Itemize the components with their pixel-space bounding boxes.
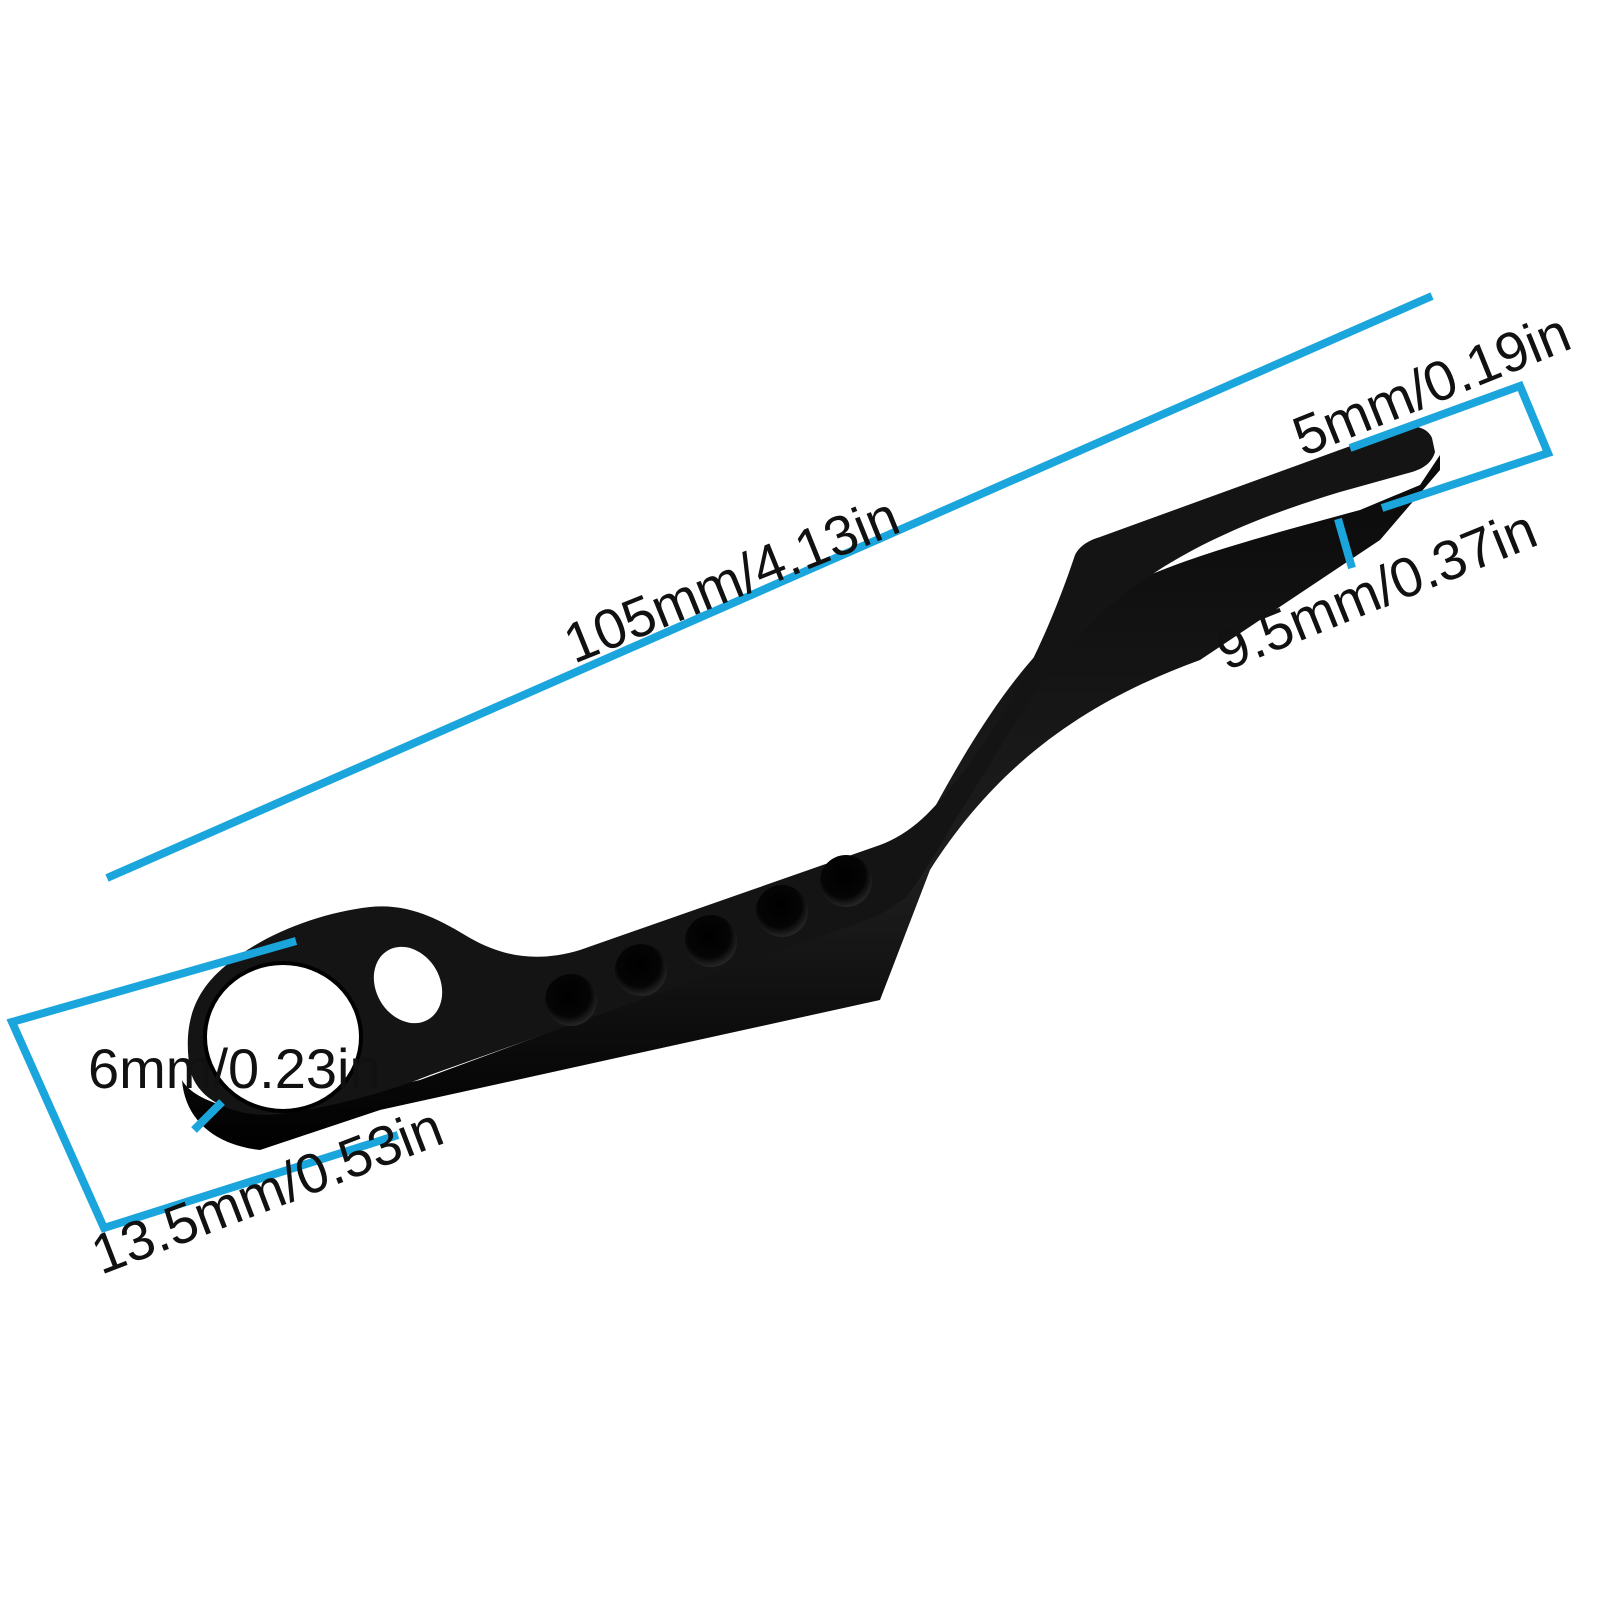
large-hole-rim xyxy=(203,961,363,1113)
arm-width-tick xyxy=(1334,517,1356,570)
dimple xyxy=(820,855,872,907)
dimple xyxy=(685,915,737,967)
part-side-face xyxy=(182,455,1440,1150)
tip-thickness-bracket xyxy=(1348,380,1554,512)
dimple xyxy=(615,944,667,996)
hole-diameter-label: 6mm/0.23in xyxy=(88,1037,381,1100)
head-width-bracket xyxy=(6,937,400,1233)
overall-length-line xyxy=(105,292,1434,882)
dimension-lines xyxy=(6,292,1554,1233)
dimple xyxy=(545,974,597,1026)
dimple xyxy=(756,885,808,937)
dimple-row xyxy=(545,855,872,1026)
overall-length-label: 105mm/4.13in xyxy=(555,484,908,675)
hole-diameter-tick xyxy=(191,1099,225,1133)
large-hole xyxy=(205,963,361,1111)
small-slot xyxy=(373,946,443,1024)
